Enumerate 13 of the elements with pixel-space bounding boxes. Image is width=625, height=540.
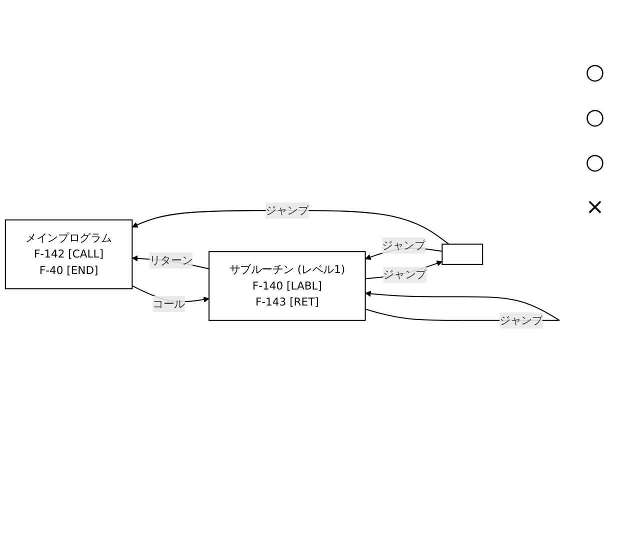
mark-symbol: ○ xyxy=(584,60,606,85)
edge-label: コール xyxy=(152,296,186,310)
edge-label: ジャンプ xyxy=(266,203,309,216)
node-box xyxy=(442,243,484,264)
mark-symbol: × xyxy=(584,195,606,220)
node-box: サブルーチン (レベル1) F-140 [LABL] F-143 [RET] xyxy=(208,250,366,320)
edge-label: ジャンプ xyxy=(499,313,543,326)
mark-symbol: ○ xyxy=(584,150,606,175)
edge-label: ジャンプ xyxy=(383,268,426,280)
node-box: メインプログラム F-142 [CALL] F-40 [END] xyxy=(4,218,133,289)
mark-symbol: ○ xyxy=(584,105,606,130)
edge-label: リターン xyxy=(149,253,193,266)
edge-label: ジャンプ xyxy=(382,238,426,252)
